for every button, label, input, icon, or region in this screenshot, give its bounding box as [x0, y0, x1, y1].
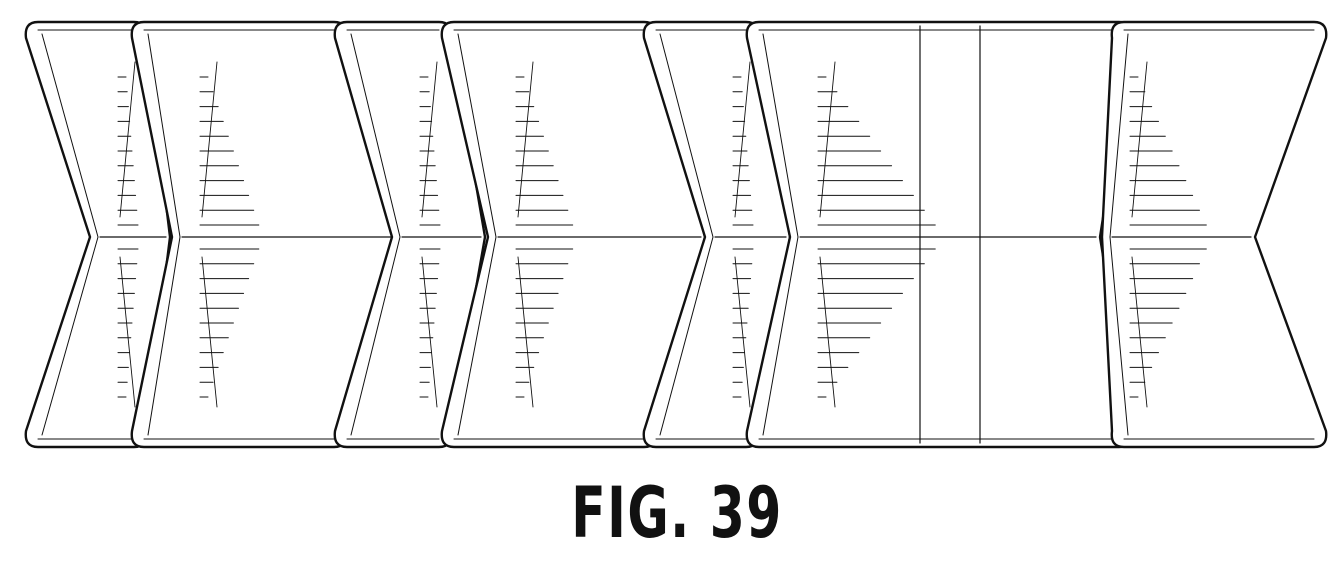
patent-drawing: [0, 0, 1344, 470]
panel-outline: [747, 22, 1132, 447]
panel-outline: [1102, 22, 1326, 447]
folded-panel-array: [26, 22, 1327, 447]
figure-label: FIG. 39: [193, 468, 1161, 558]
